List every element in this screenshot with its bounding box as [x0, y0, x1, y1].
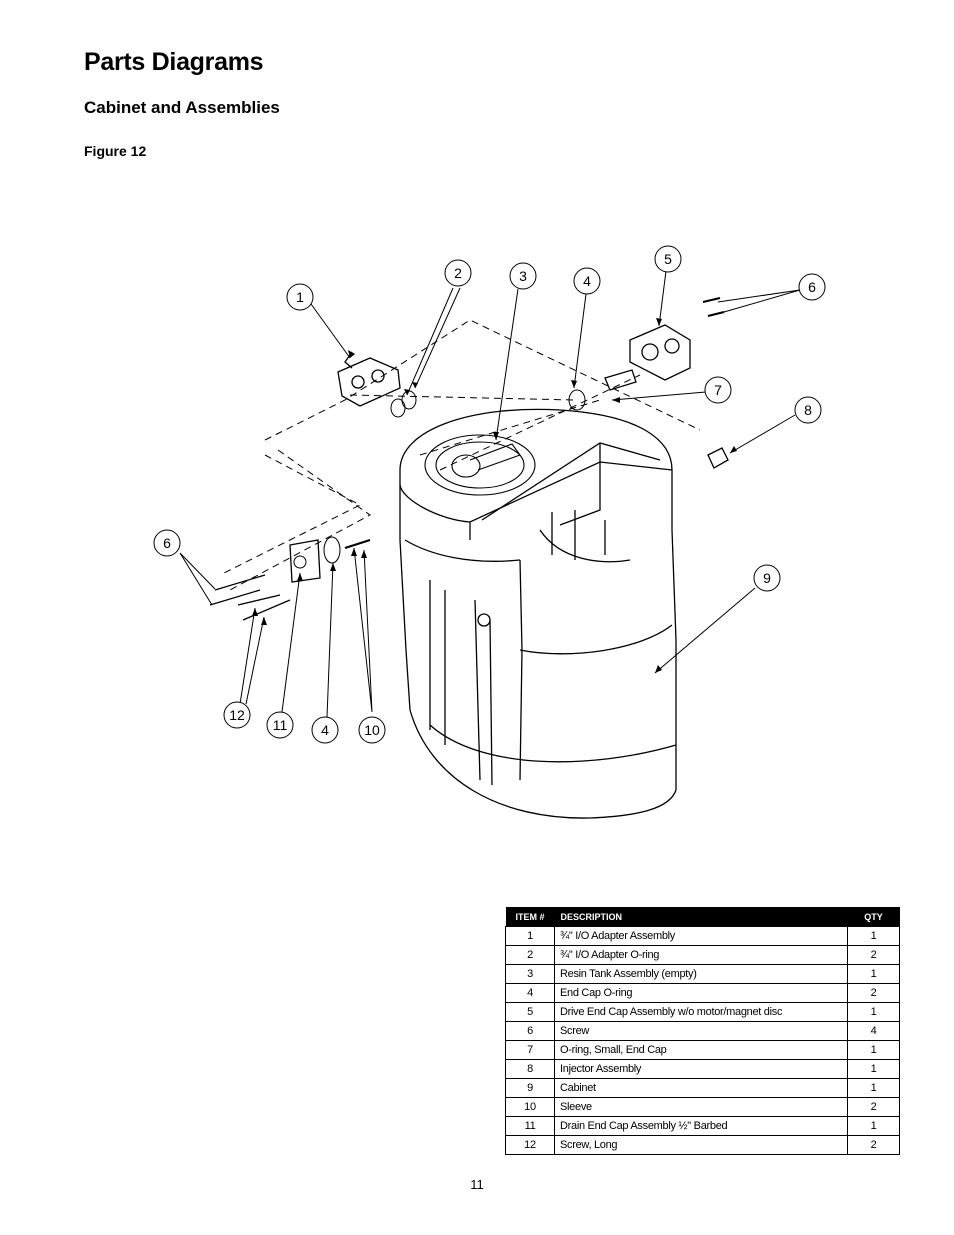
item-number: 11: [505, 1116, 555, 1136]
io-adapter-part: [337, 351, 401, 407]
item-number: 6: [505, 1021, 555, 1041]
item-qty: 1: [847, 1059, 900, 1079]
item-qty: 1: [847, 1040, 900, 1060]
screws: [209, 574, 291, 621]
page-title: Parts Diagrams: [84, 48, 264, 76]
item-description: ¾" I/O Adapter O-ring: [554, 945, 848, 965]
figure-label: Figure 12: [84, 143, 147, 159]
item-description: Injector Assembly: [554, 1059, 848, 1079]
resin-tank-top: [424, 434, 536, 496]
sleeve-part: [344, 539, 371, 549]
endcap-oring-bottom: [323, 536, 341, 564]
item-number: 8: [505, 1059, 555, 1079]
item-number: 9: [505, 1078, 555, 1098]
item-qty: 2: [847, 945, 900, 965]
item-number: 7: [505, 1040, 555, 1060]
item-number: 5: [505, 1002, 555, 1022]
adapter-oring-a: [390, 398, 406, 418]
header-qty: QTY: [847, 907, 900, 927]
callout-8: 8: [804, 402, 812, 418]
item-description: ¾" I/O Adapter Assembly: [554, 926, 848, 946]
callout-7: 7: [714, 382, 722, 398]
item-description: Screw, Long: [554, 1135, 848, 1155]
item-qty: 1: [847, 1002, 900, 1022]
item-qty: 2: [847, 1135, 900, 1155]
item-number: 12: [505, 1135, 555, 1155]
item-description: Drain End Cap Assembly ½" Barbed: [554, 1116, 848, 1136]
callout-1: 1: [296, 289, 304, 305]
callout-6-bottom: 6: [163, 535, 171, 551]
adapter-oring-b: [401, 390, 417, 410]
callout-2: 2: [454, 265, 462, 281]
item-number: 4: [505, 983, 555, 1003]
item-qty: 2: [847, 1097, 900, 1117]
header-description: DESCRIPTION: [554, 907, 848, 927]
item-number: 1: [505, 926, 555, 946]
drain-end-cap-part: [289, 539, 321, 583]
item-number: 10: [505, 1097, 555, 1117]
leader-lines: [179, 270, 801, 718]
section-heading: Cabinet and Assemblies: [84, 98, 280, 117]
item-description: End Cap O-ring: [554, 983, 848, 1003]
item-qty: 1: [847, 926, 900, 946]
item-description: Sleeve: [554, 1097, 848, 1117]
arrowheads: [252, 318, 737, 673]
parts-table-header: ITEM # DESCRIPTION QTY: [505, 907, 900, 927]
item-qty: 1: [847, 1116, 900, 1136]
item-description: Drive End Cap Assembly w/o motor/magnet …: [554, 1002, 848, 1022]
item-qty: 2: [847, 983, 900, 1003]
callout-4-top: 4: [583, 273, 591, 289]
callout-11: 11: [273, 717, 288, 733]
parts-exploded-diagram: 1 2 3 4 5 6 7 8 9 6 12 11 4 10: [153, 245, 826, 819]
callout-6-top: 6: [808, 279, 816, 295]
callout-12: 12: [229, 707, 245, 723]
item-description: Screw: [554, 1021, 848, 1041]
callout-3: 3: [519, 268, 527, 284]
dashed-assembly-lines: [219, 319, 701, 591]
endcap-oring-top: [568, 389, 586, 411]
item-description: Cabinet: [554, 1078, 848, 1098]
callout-5: 5: [664, 251, 672, 267]
item-number: 2: [505, 945, 555, 965]
callout-9: 9: [763, 570, 771, 586]
injector-part: [707, 447, 729, 469]
item-description: O-ring, Small, End Cap: [554, 1040, 848, 1060]
callout-4-bottom: 4: [321, 722, 329, 738]
header-item: ITEM #: [505, 907, 555, 927]
page-number: 11: [470, 1177, 484, 1192]
item-number: 3: [505, 964, 555, 984]
drive-end-cap-part: [604, 324, 691, 391]
item-qty: 1: [847, 1078, 900, 1098]
item-qty: 1: [847, 964, 900, 984]
item-description: Resin Tank Assembly (empty): [554, 964, 848, 984]
cabinet-body: [399, 408, 677, 819]
callout-circles: [153, 245, 826, 744]
callout-10: 10: [364, 722, 380, 738]
item-qty: 4: [847, 1021, 900, 1041]
